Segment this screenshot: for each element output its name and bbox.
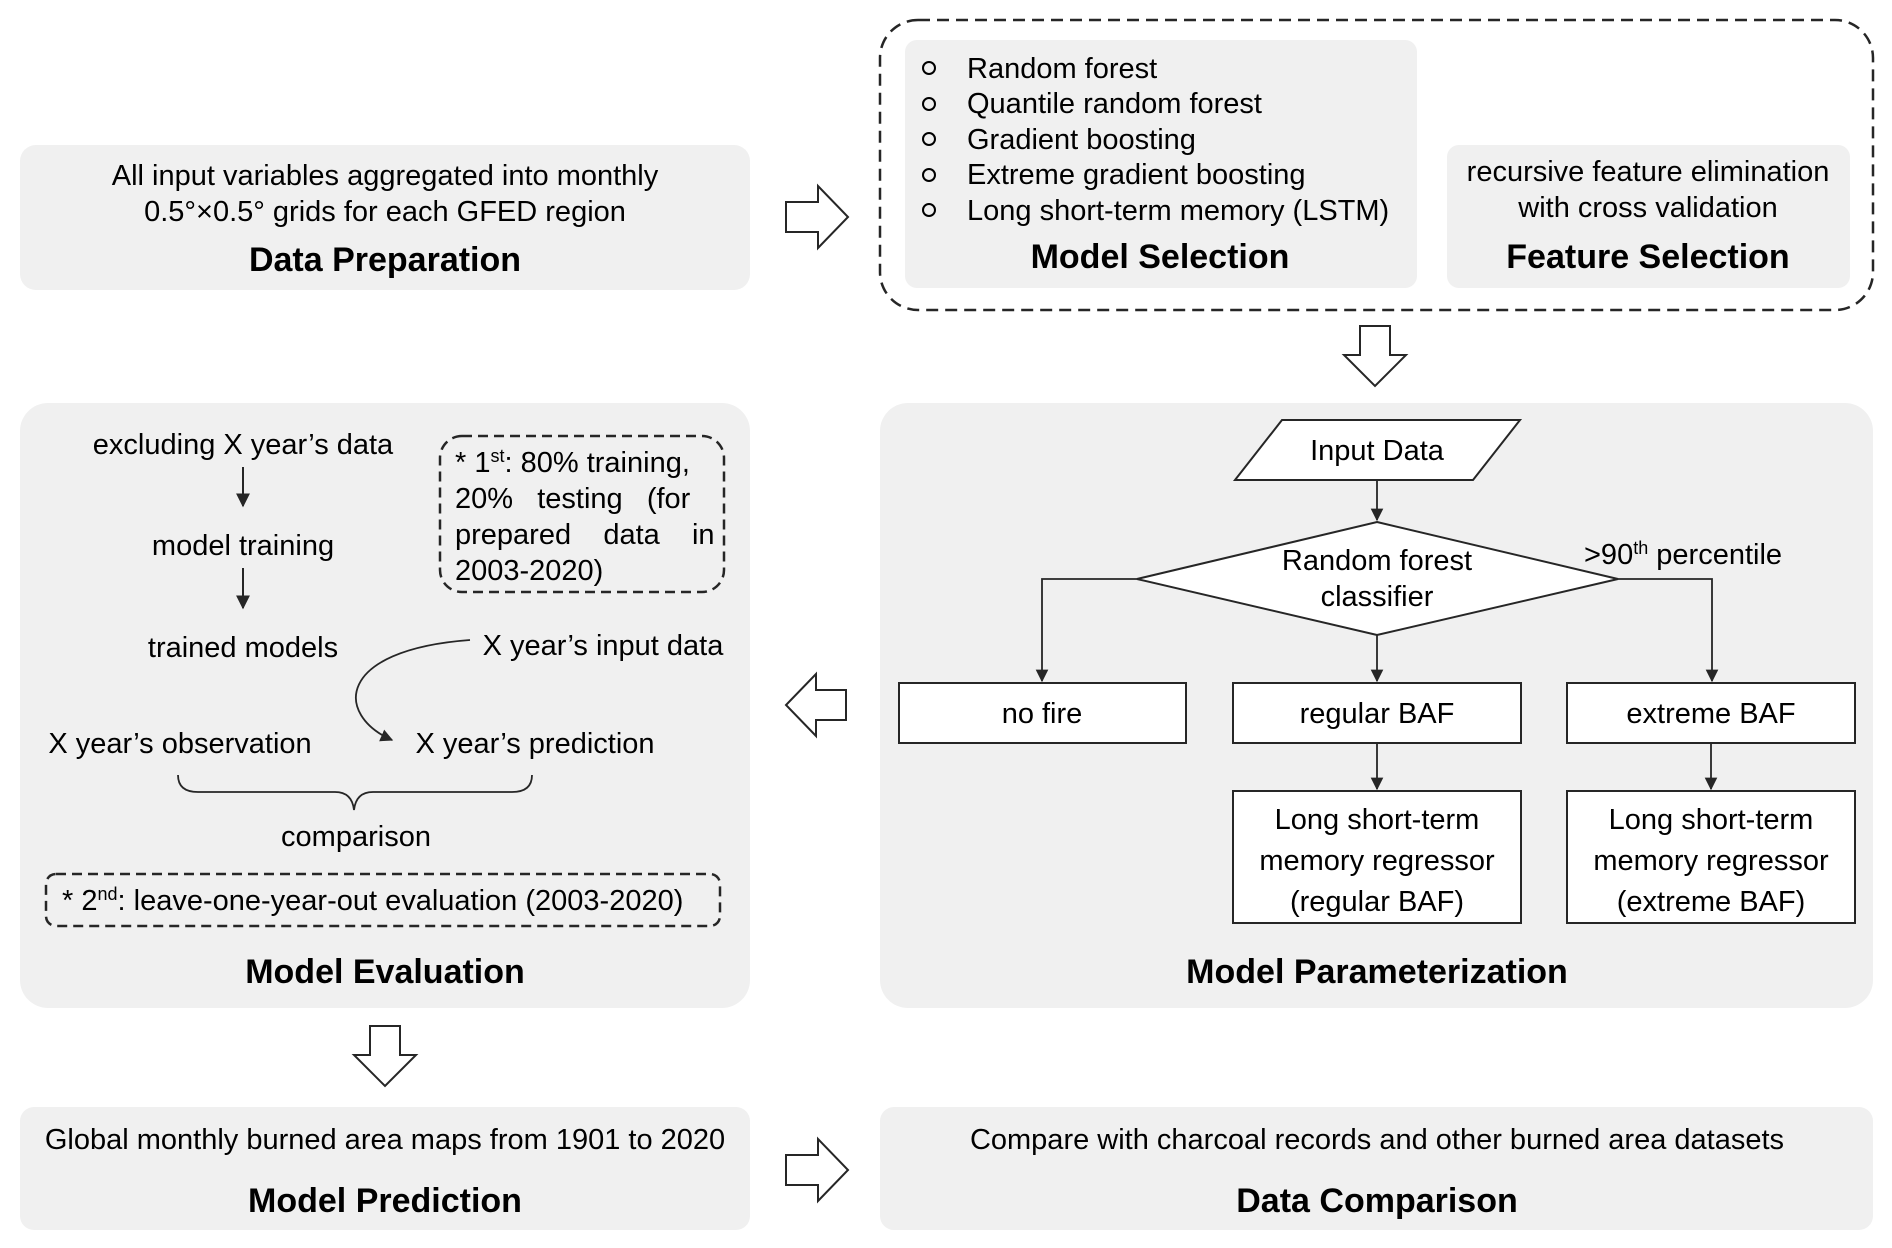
regressor-regular-node <box>1232 790 1522 924</box>
regressor-extreme-node <box>1566 790 1856 924</box>
regressor-extreme-line3: (extreme BAF) <box>1617 886 1806 918</box>
down-arrow-icon <box>351 1025 419 1088</box>
down-arrow-icon <box>1341 325 1409 388</box>
regular-baf-node <box>1232 682 1522 744</box>
extreme-baf-label: extreme BAF <box>1626 698 1795 730</box>
model-item: Quantile random forest <box>967 88 1262 120</box>
data-comparison-title: Data Comparison <box>1236 1182 1518 1220</box>
model-item: Random forest <box>967 53 1157 85</box>
note2-prefix: * 2 <box>62 885 97 917</box>
regressor-extreme-line2: memory regressor <box>1593 845 1829 877</box>
selection-container: Random forest Quantile random forest Gra… <box>878 18 1875 312</box>
feature-selection-line1: recursive feature elimination <box>1467 156 1830 188</box>
note2-rest: : leave-one-year-out evaluation (2003-20… <box>118 885 684 917</box>
percentile-sup: th <box>1633 538 1648 558</box>
regressor-regular-line2: memory regressor <box>1259 845 1495 877</box>
svg-text:>90th percentile: >90th percentile <box>1584 538 1782 571</box>
regressor-regular-line1: Long short-term <box>1275 804 1480 836</box>
feature-selection-line2: with cross validation <box>1517 192 1778 224</box>
note1-line2: 20% testing (for <box>455 483 691 515</box>
right-arrow-icon <box>785 1136 850 1204</box>
no-fire-node <box>898 682 1187 744</box>
data-preparation-line2: 0.5°×0.5° grids for each GFED region <box>144 196 626 228</box>
regular-baf-label: regular BAF <box>1300 698 1455 730</box>
note1-rest: : 80% training, <box>505 447 690 479</box>
eval-step-training: model training <box>152 530 334 562</box>
regressor-extreme-line1: Long short-term <box>1609 804 1814 836</box>
classifier-line1: Random forest <box>1282 545 1472 577</box>
classifier-line2: classifier <box>1321 581 1434 613</box>
model-prediction-text: Global monthly burned area maps from 190… <box>45 1124 725 1156</box>
bullet-icon <box>922 203 936 217</box>
eval-observation: X year’s observation <box>48 728 311 760</box>
note1-prefix: * 1 <box>455 447 490 479</box>
input-data-label: Input Data <box>1310 435 1445 467</box>
evaluation-note-1: * 1st: 80% training, 20% testing (for pr… <box>438 434 726 594</box>
left-arrow-icon <box>784 671 847 739</box>
data-comparison-text: Compare with charcoal records and other … <box>970 1124 1784 1156</box>
model-selection-panel <box>905 40 1417 288</box>
extreme-baf-node <box>1566 682 1856 744</box>
eval-input-data: X year’s input data <box>483 630 725 662</box>
model-parameterization-panel: Input Data Random forest classifier >90t… <box>880 403 1873 1008</box>
model-evaluation-title: Model Evaluation <box>245 953 525 991</box>
note1-line4: 2003-2020) <box>455 555 603 587</box>
regressor-regular-line3: (regular BAF) <box>1290 886 1464 918</box>
no-fire-label: no fire <box>1002 698 1083 730</box>
model-selection-list: Random forest Quantile random forest Gra… <box>922 53 1389 227</box>
model-prediction-panel: Global monthly burned area maps from 190… <box>20 1107 750 1230</box>
percentile-rest: percentile <box>1648 539 1782 571</box>
model-item: Long short-term memory (LSTM) <box>967 195 1389 227</box>
model-parameterization-title: Model Parameterization <box>1186 953 1568 991</box>
bullet-icon <box>922 97 936 111</box>
bullet-icon <box>922 61 936 75</box>
svg-text:* 1st: 80% training,: * 1st: 80% training, <box>455 446 690 479</box>
data-preparation-line1: All input variables aggregated into mont… <box>112 160 659 192</box>
feature-selection-panel <box>1447 145 1850 288</box>
percentile-prefix: >90 <box>1584 539 1633 571</box>
input-data-node <box>1232 419 1523 481</box>
data-comparison-panel: Compare with charcoal records and other … <box>880 1107 1873 1230</box>
eval-step-trained: trained models <box>148 632 338 664</box>
right-arrow-icon <box>785 183 850 251</box>
model-selection-title: Model Selection <box>1031 238 1290 276</box>
note1-sup: st <box>490 446 504 466</box>
note2-sup: nd <box>97 884 117 904</box>
flow-arrow <box>1618 578 1719 683</box>
model-evaluation-panel: excluding X year’s data model training t… <box>20 403 750 1008</box>
eval-curved-arrow <box>355 639 471 742</box>
bullet-icon <box>922 168 936 182</box>
comparison-brace <box>177 774 533 811</box>
data-preparation-panel: All input variables aggregated into mont… <box>20 145 750 290</box>
eval-comparison: comparison <box>281 821 431 853</box>
flow-arrow <box>1035 578 1137 683</box>
model-item: Gradient boosting <box>967 124 1196 156</box>
bullet-icon <box>922 132 936 146</box>
data-preparation-title: Data Preparation <box>249 241 521 279</box>
feature-selection-title: Feature Selection <box>1506 238 1789 276</box>
eval-step-excluding: excluding X year’s data <box>93 429 394 461</box>
eval-prediction: X year’s prediction <box>415 728 654 760</box>
note1-line3: prepared data in <box>455 519 715 551</box>
model-item: Extreme gradient boosting <box>967 159 1306 191</box>
model-prediction-title: Model Prediction <box>248 1182 522 1220</box>
svg-text:* 2nd: leave-one-year-out eval: * 2nd: leave-one-year-out evaluation (20… <box>62 884 683 917</box>
evaluation-note-2: * 2nd: leave-one-year-out evaluation (20… <box>44 872 722 928</box>
